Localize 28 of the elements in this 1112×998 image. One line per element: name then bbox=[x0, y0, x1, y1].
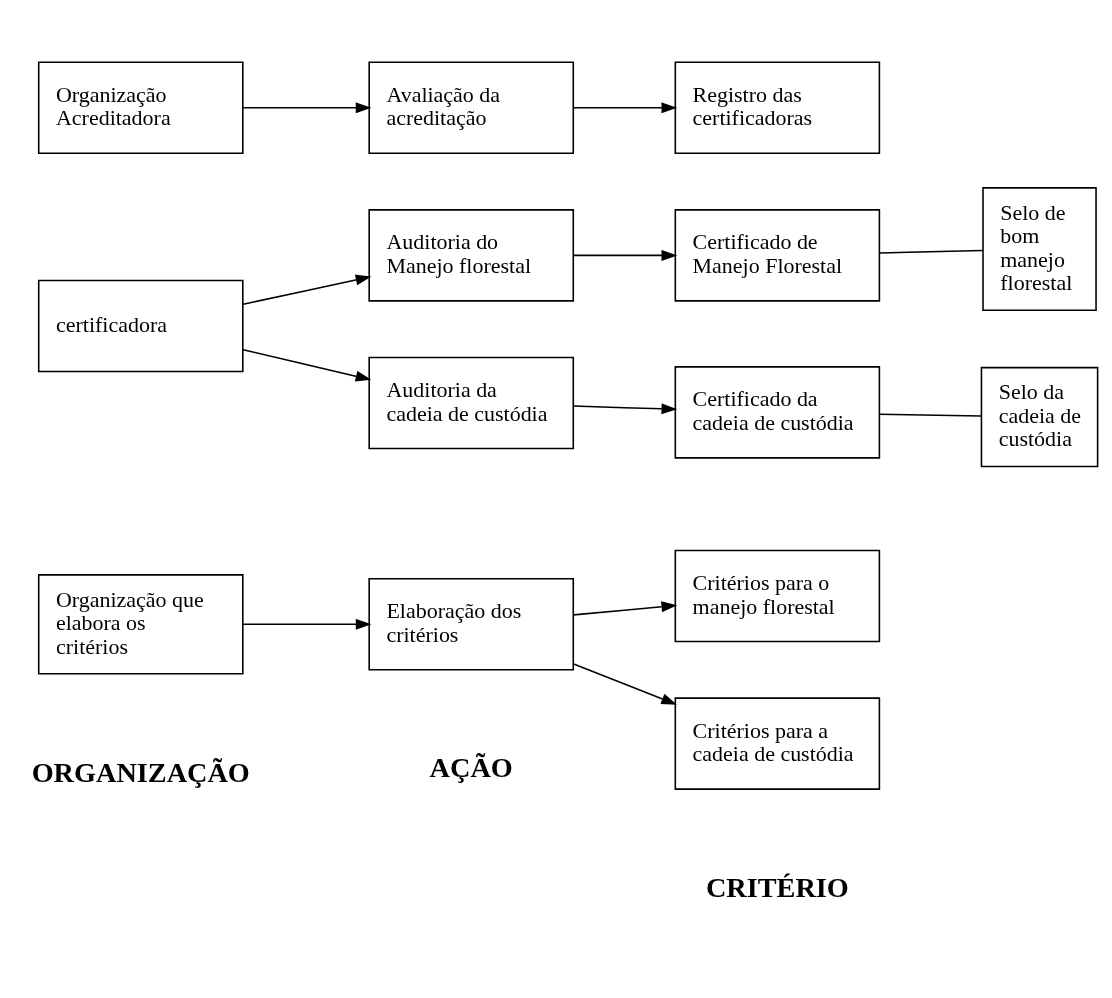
node-box: certificadora bbox=[37, 279, 244, 372]
node-box: Critérios para a cadeia de custódia bbox=[674, 696, 881, 790]
node-box: Organização Acreditadora bbox=[37, 61, 244, 154]
arrow bbox=[242, 101, 372, 113]
node-box: Auditoria do Manejo florestal bbox=[368, 208, 575, 302]
node-box: Elaboração dos critérios bbox=[368, 577, 575, 671]
arrow bbox=[242, 618, 372, 630]
node-box: Auditoria da cadeia de custódia bbox=[368, 356, 575, 449]
node-box: Selo de bom manejo florestal bbox=[982, 186, 1097, 311]
node-box: Certificado da cadeia de custódia bbox=[674, 365, 881, 459]
arrow bbox=[572, 101, 678, 113]
node-box: Selo da cadeia de custódia bbox=[980, 366, 1099, 467]
node-box: Critérios para o manejo florestal bbox=[674, 549, 881, 642]
arrow bbox=[242, 274, 372, 305]
node-box: Avaliação da acreditação bbox=[368, 61, 575, 154]
arrow bbox=[572, 600, 678, 616]
label: AÇÃO bbox=[429, 751, 513, 783]
node-box: Registro das certificadoras bbox=[674, 61, 881, 154]
arrow bbox=[572, 402, 678, 414]
connector bbox=[879, 249, 984, 254]
label: ORGANIZAÇÃO bbox=[31, 756, 250, 788]
arrow bbox=[242, 348, 372, 382]
arrow bbox=[572, 249, 678, 261]
connector bbox=[879, 412, 982, 417]
label: CRITÉRIO bbox=[705, 871, 849, 903]
node-box: Organização que elabora os critérios bbox=[37, 573, 244, 675]
node-box: Certificado de Manejo Florestal bbox=[674, 208, 881, 302]
arrow bbox=[572, 662, 678, 705]
